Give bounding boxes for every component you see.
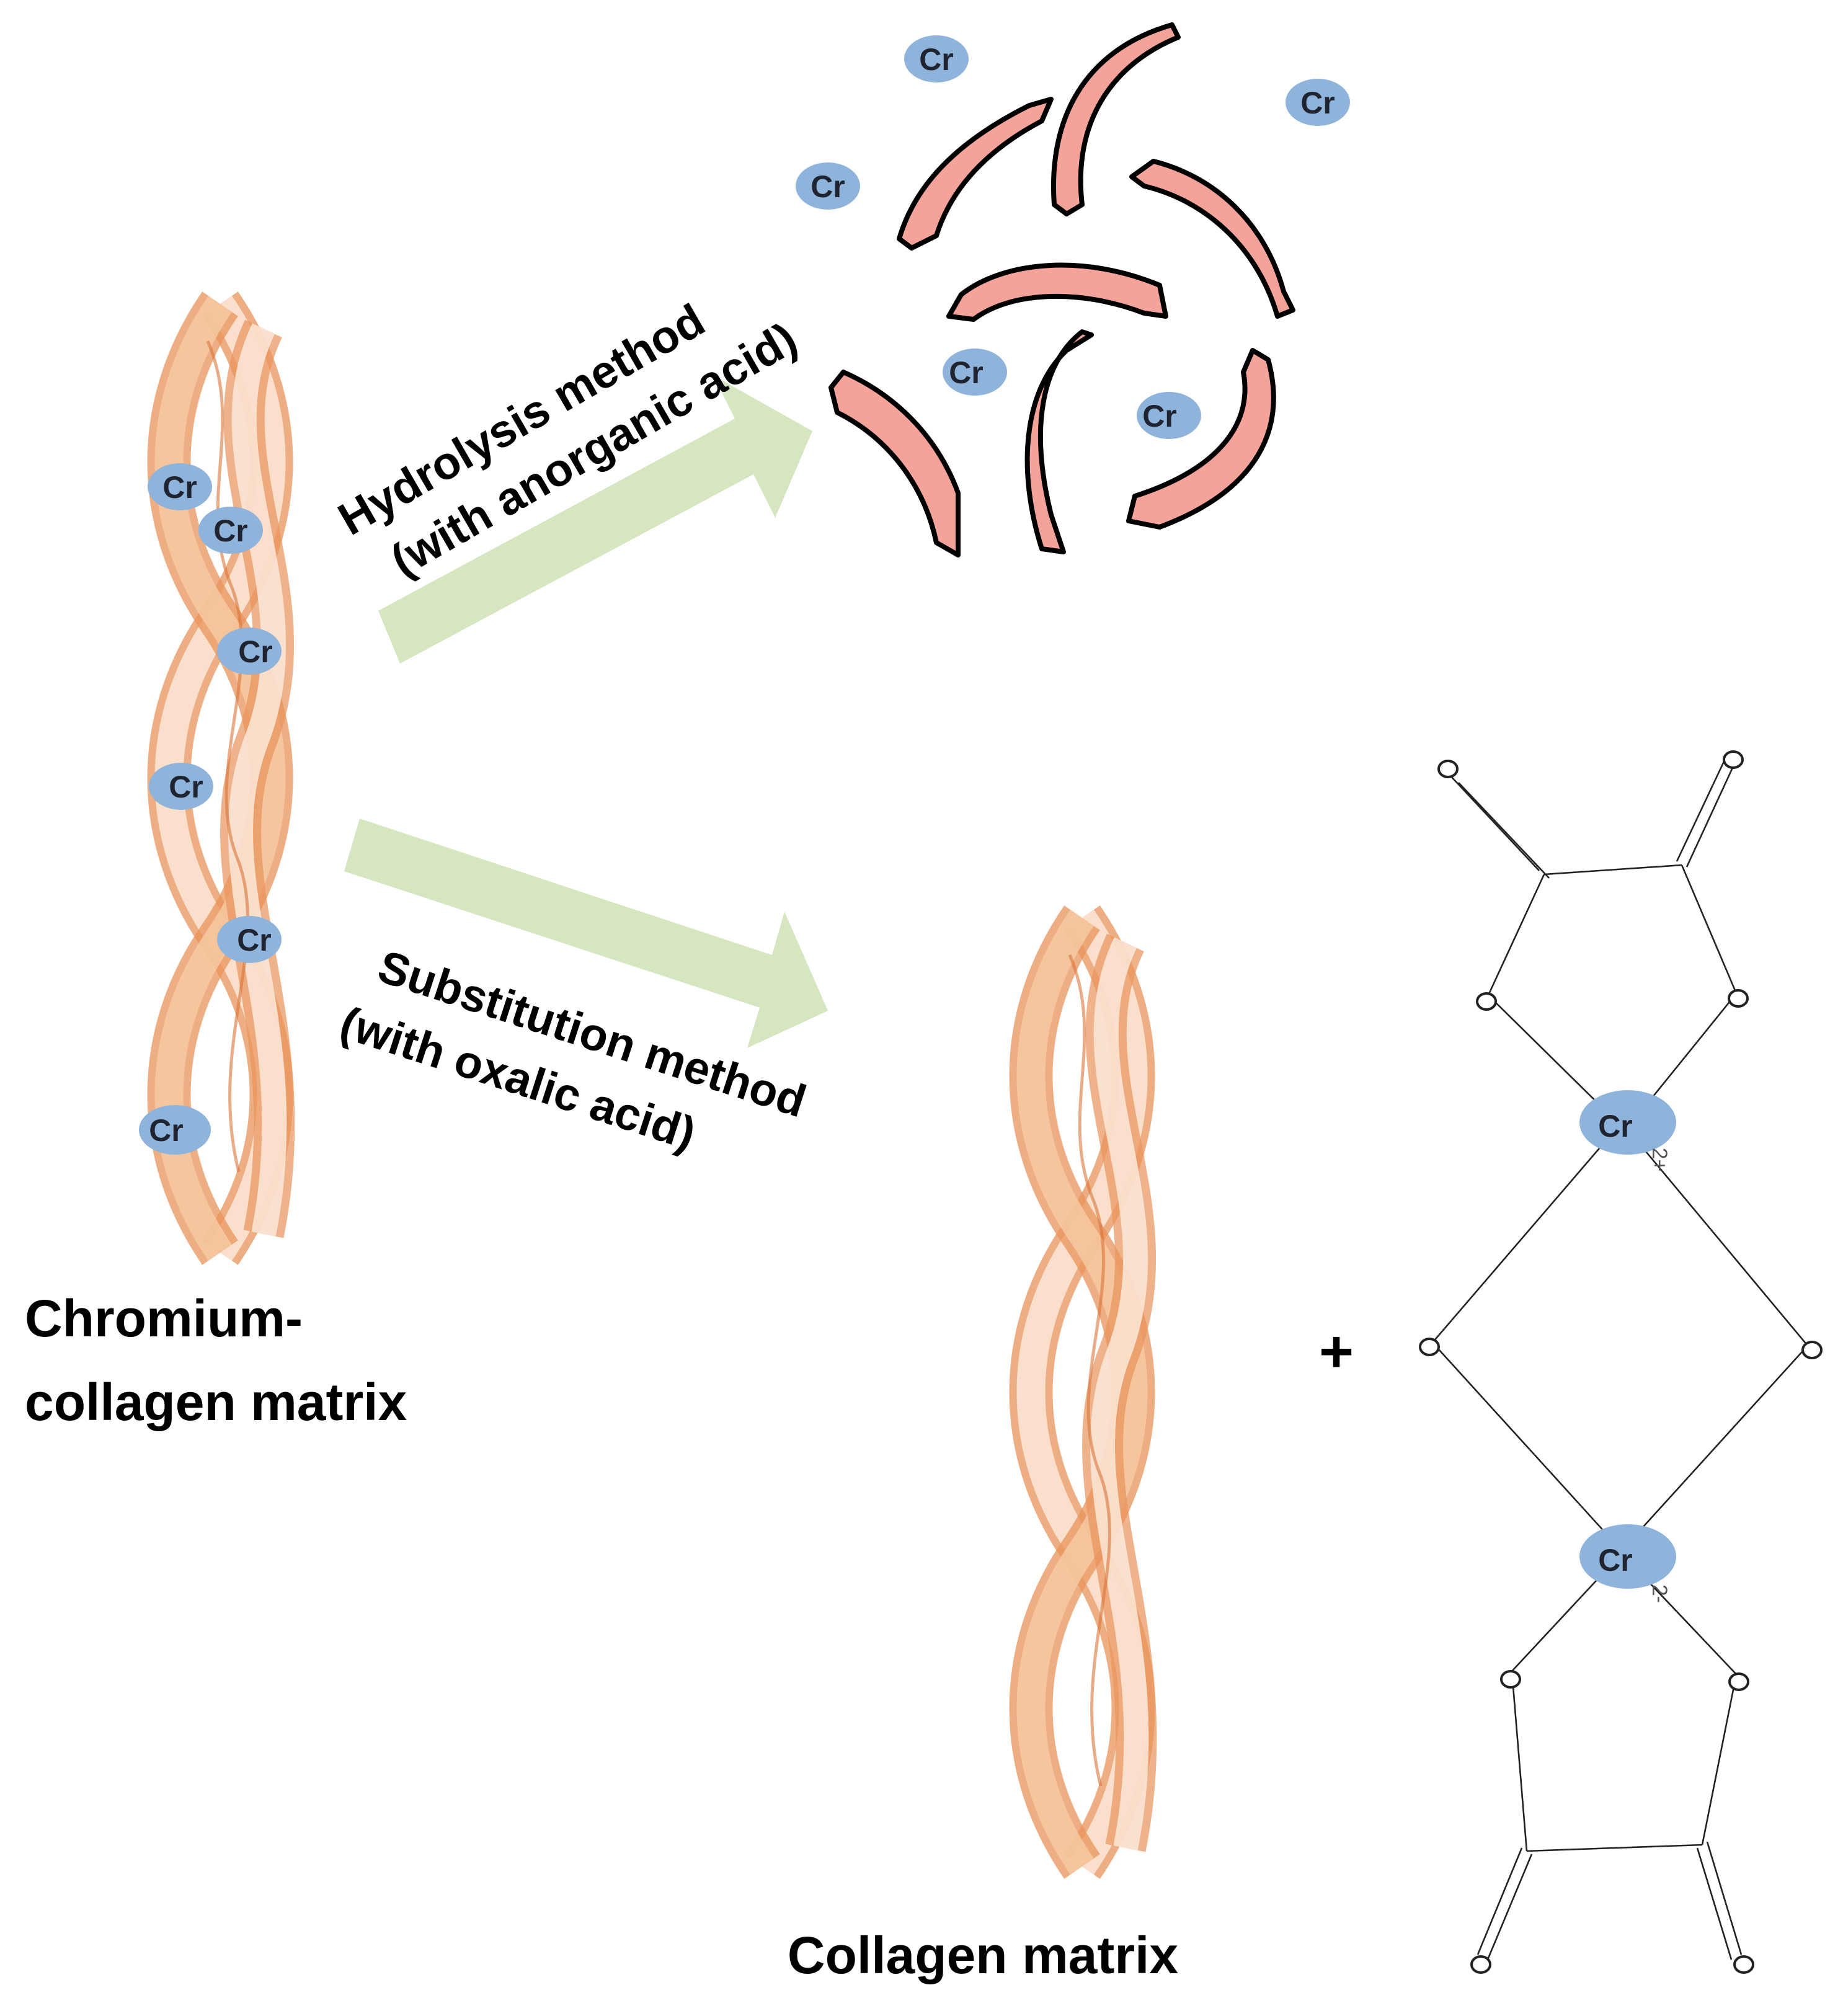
chromium-collagen-label-line1: Chromium-: [25, 1289, 303, 1348]
chromium-ions-left: Cr Cr Cr Cr Cr Cr: [139, 463, 282, 1155]
cr-ion: Cr: [139, 1105, 211, 1155]
cr-ion: Cr: [149, 763, 213, 810]
cr-ion: Cr: [217, 916, 282, 963]
substitution-arrow: [344, 819, 828, 1048]
cr-label: Cr: [162, 470, 197, 505]
chromium-oxalate-complex: Cr 2+ Cr 2-: [1419, 750, 1823, 1974]
cr-ion: Cr: [904, 35, 969, 82]
complex-cr-bottom-charge: 2-: [1648, 1584, 1671, 1603]
cr-ion: Cr: [1286, 79, 1350, 126]
cr-label: Cr: [949, 355, 984, 390]
cr-ion: Cr: [217, 628, 282, 675]
cr-ion: Cr: [1137, 392, 1201, 439]
cr-ion: Cr: [943, 349, 1007, 396]
complex-cr-top: Cr: [1598, 1109, 1633, 1143]
collagen-helix: [1031, 918, 1137, 1867]
fragment: [1126, 348, 1276, 530]
cr-ion: Cr: [796, 162, 860, 210]
chromium-collagen-label-line2: collagen matrix: [25, 1373, 407, 1431]
collagen-matrix-label: Collagen matrix: [788, 1926, 1178, 1984]
complex-cr-top-charge: 2+: [1648, 1148, 1671, 1172]
cr-ion: Cr: [198, 507, 263, 554]
fragment: [1024, 329, 1094, 554]
cr-ion: Cr: [148, 463, 212, 510]
fragment: [1051, 22, 1181, 216]
cr-label: Cr: [169, 770, 203, 804]
complex-cr-bottom: Cr: [1598, 1543, 1633, 1578]
cr-label: Cr: [1142, 399, 1177, 433]
fragment: [946, 262, 1168, 322]
cr-label: Cr: [1300, 86, 1335, 120]
fragment: [897, 97, 1054, 251]
cr-label: Cr: [238, 634, 273, 669]
collagen-fragments: [828, 22, 1295, 557]
cr-label: Cr: [919, 42, 954, 77]
cr-label: Cr: [149, 1113, 184, 1148]
plus-sign: +: [1319, 1318, 1354, 1385]
cr-label: Cr: [213, 513, 248, 548]
cr-label: Cr: [237, 923, 272, 957]
fragment: [1129, 159, 1295, 319]
cr-label: Cr: [810, 169, 845, 204]
hydrolysis-arrow: [378, 375, 812, 664]
fragment: [828, 370, 961, 557]
oxygen-atoms: [1419, 750, 1823, 1974]
chromium-ions-free: Cr Cr Cr Cr Cr: [796, 35, 1350, 439]
